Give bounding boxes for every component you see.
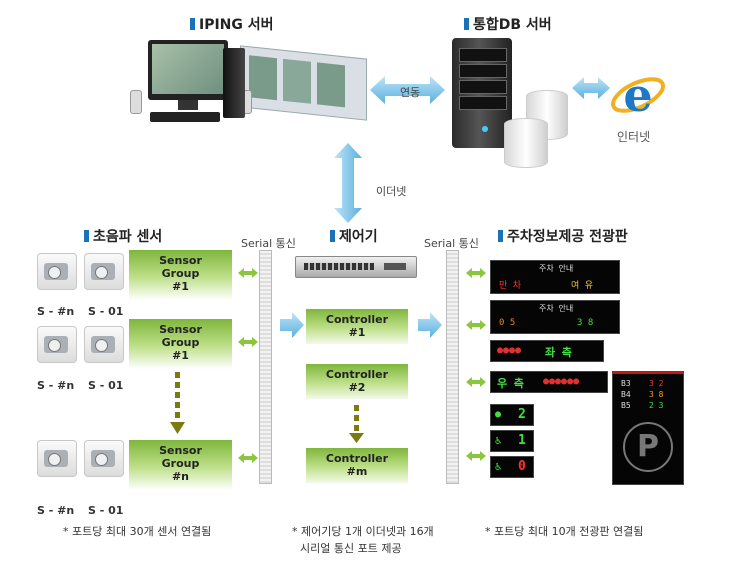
serial-left-label: Serial 통신: [241, 237, 296, 250]
controller-title: 제어기: [330, 226, 378, 246]
sensor-icon: [37, 440, 77, 477]
serial-right-label: Serial 통신: [424, 237, 479, 250]
sensor-id-label: S - 01: [88, 379, 124, 392]
floor-status-board: B3 3 2 B4 3 8 B5 2 3 P: [612, 371, 684, 485]
dashed-down-arrow: [170, 372, 364, 443]
internet-explorer-icon: e: [611, 68, 665, 122]
sensor-note: * 포트당 최대 30개 센서 연결됨: [63, 525, 212, 538]
ultrasonic-sensor-title: 초음파 센서: [84, 226, 162, 246]
keyboard: [150, 112, 220, 122]
direction-board-left: ●●●● 좌 측: [490, 340, 604, 362]
pc-tower: [223, 48, 245, 118]
database-cylinder-icon: [504, 118, 548, 168]
sensor-icon: [84, 253, 124, 290]
serial-bus-left: [259, 250, 272, 484]
serial-bus-right: [446, 250, 459, 484]
to-controller-arrow: [280, 312, 304, 338]
small-display-board: ♿ 0: [490, 456, 534, 478]
ethernet-arrow: [334, 143, 362, 223]
db-server-title: 통합DB 서버: [464, 14, 552, 34]
internet-label: 인터넷: [617, 130, 651, 144]
sensor-id-label: S - 01: [88, 305, 124, 318]
sensor-id-label: S - #n: [37, 379, 75, 392]
controller-box: Controller#2: [306, 364, 408, 399]
direction-board-right: 우 측 ●●●●●●: [490, 371, 608, 393]
to-board-arrow: [418, 312, 442, 338]
iping-server-title: IPING 서버: [190, 14, 274, 34]
internet-arrow: [572, 77, 610, 99]
green-double-arrow: [238, 268, 486, 463]
controller-note-line1: * 제어기당 1개 이더넷과 16개: [292, 525, 434, 538]
sensor-id-label: S - 01: [88, 504, 124, 517]
ethernet-label: 이더넷: [376, 185, 407, 198]
parking-display-board: 주차 안내 만 차 여 유: [490, 260, 620, 294]
link-label: 연동: [400, 86, 421, 99]
iping-server-image: [130, 38, 370, 143]
parking-display-board: 주차 안내 0 5 3 8: [490, 300, 620, 334]
sensor-icon: [84, 326, 124, 363]
network-switch-image: [295, 256, 417, 278]
link-arrow: [370, 76, 445, 104]
small-display-board: ♿ 1: [490, 430, 534, 452]
db-server-image: [452, 38, 512, 148]
controller-box: Controller#m: [306, 448, 408, 483]
parking-p-icon: P: [623, 422, 673, 472]
board-note: * 포트당 최대 10개 전광판 연결됨: [485, 525, 644, 538]
sensor-icon: [84, 440, 124, 477]
small-display-board: ● 2: [490, 404, 534, 426]
sensor-id-label: S - #n: [37, 305, 75, 318]
speaker-left: [130, 90, 142, 114]
parking-board-title: 주차정보제공 전광판: [498, 226, 628, 246]
sensor-icon: [37, 253, 77, 290]
controller-box: Controller#1: [306, 309, 408, 344]
sensor-id-label: S - #n: [37, 504, 75, 517]
sensor-icon: [37, 326, 77, 363]
controller-note-line2: 시리얼 통신 포트 제공: [300, 542, 402, 555]
svg-text:e: e: [623, 68, 652, 122]
main-monitor: [148, 40, 228, 100]
